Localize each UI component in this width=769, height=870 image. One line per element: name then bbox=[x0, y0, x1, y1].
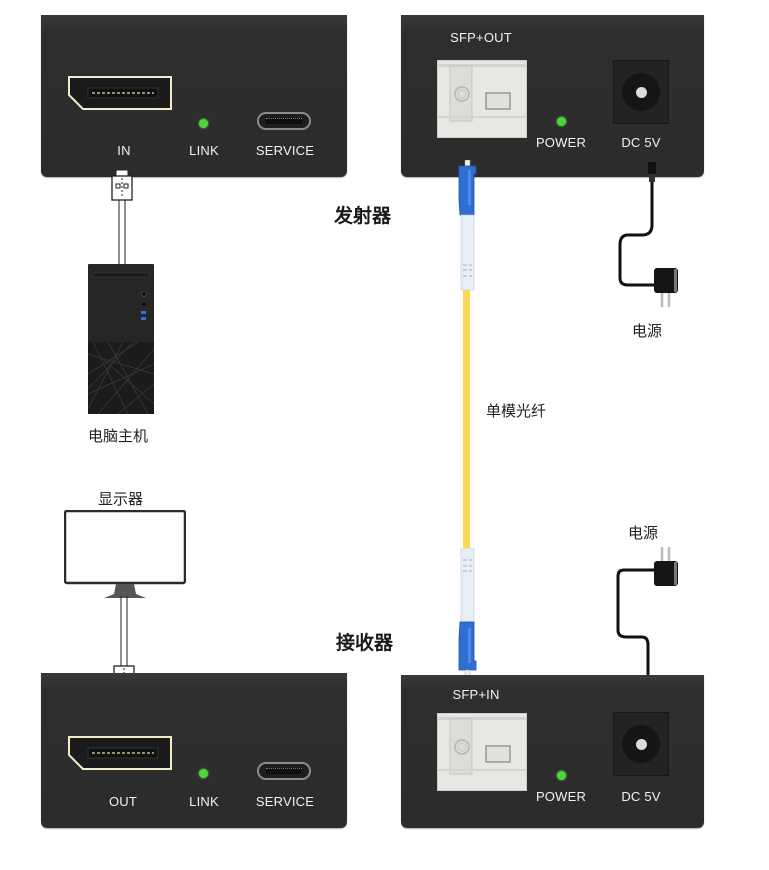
power-label: POWER bbox=[535, 135, 587, 150]
lc-connector-top bbox=[458, 160, 477, 291]
link-led bbox=[199, 769, 208, 778]
in-port-label: IN bbox=[117, 143, 131, 158]
power-label: POWER bbox=[535, 789, 587, 804]
sfp-out-label: SFP+OUT bbox=[450, 30, 512, 45]
receiver-fiber-panel: SFP+IN POWER DC 5V bbox=[401, 675, 704, 828]
transmitter-fiber-panel: SFP+OUT POWER DC 5V bbox=[401, 15, 704, 177]
link-label: LINK bbox=[189, 143, 219, 158]
receiver-video-panel: OUT LINK SERVICE bbox=[41, 673, 347, 828]
dc-5v-label: DC 5V bbox=[621, 789, 661, 804]
dc-power-jack bbox=[613, 60, 669, 124]
sfp-cage-detail-icon bbox=[438, 64, 526, 122]
sfp-in-cage bbox=[437, 713, 527, 791]
transmitter-title: 发射器 bbox=[334, 206, 392, 227]
transmitter-video-panel: IN LINK SERVICE bbox=[41, 15, 347, 177]
link-label: LINK bbox=[189, 794, 219, 809]
fiber-label: 单模光纤 bbox=[486, 403, 547, 420]
sfp-out-cage bbox=[437, 60, 527, 138]
displayport-in-port bbox=[68, 76, 172, 110]
dc-5v-label: DC 5V bbox=[621, 135, 661, 150]
power-adapter-bottom-icon bbox=[616, 547, 678, 692]
usb-c-service-port bbox=[257, 112, 311, 130]
single-mode-fiber-cable bbox=[463, 290, 470, 550]
monitor-icon bbox=[64, 510, 186, 598]
pc-tower-icon bbox=[88, 264, 154, 414]
usb-c-service-port bbox=[257, 762, 311, 780]
service-label: SERVICE bbox=[255, 143, 315, 158]
lc-connector-bottom bbox=[458, 548, 477, 679]
power-led bbox=[557, 771, 566, 780]
sfp-in-label: SFP+IN bbox=[452, 687, 500, 702]
pc-label: 电脑主机 bbox=[88, 428, 149, 445]
service-label: SERVICE bbox=[255, 794, 315, 809]
monitor-label: 显示器 bbox=[98, 491, 144, 508]
power-top-label: 电源 bbox=[632, 323, 663, 340]
out-port-label: OUT bbox=[108, 794, 138, 809]
displayport-out-port bbox=[68, 736, 172, 770]
receiver-title: 接收器 bbox=[336, 633, 394, 654]
displayport-cable-top bbox=[111, 170, 133, 270]
power-led bbox=[557, 117, 566, 126]
power-bottom-label: 电源 bbox=[628, 525, 659, 542]
sfp-cage-detail-icon bbox=[438, 717, 526, 775]
power-adapter-top-icon bbox=[618, 162, 678, 307]
link-led bbox=[199, 119, 208, 128]
dc-power-jack bbox=[613, 712, 669, 776]
